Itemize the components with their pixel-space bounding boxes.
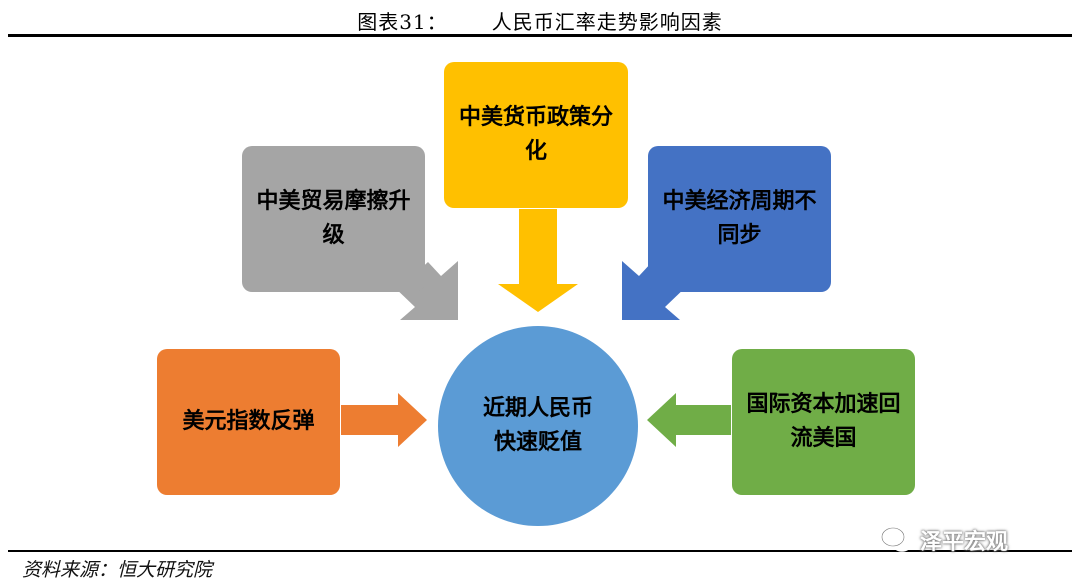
factor-box-cycle: 中美经济周期不同步	[648, 146, 831, 292]
factor-box-capital: 国际资本加速回流美国	[732, 349, 915, 495]
center-circle: 近期人民币快速贬值	[438, 326, 638, 526]
source-note: 资料来源：恒大研究院	[22, 559, 213, 581]
arrow-dollar	[341, 393, 427, 447]
arrow-trade	[391, 261, 458, 320]
top-rule	[8, 34, 1072, 37]
wechat-icon	[880, 526, 913, 552]
factor-label-trade: 中美贸易摩擦升级	[256, 189, 411, 248]
factor-box-dollar: 美元指数反弹	[157, 349, 340, 495]
arrow-capital	[647, 393, 731, 447]
factor-label-dollar: 美元指数反弹	[182, 409, 315, 434]
factor-box-trade: 中美贸易摩擦升级	[242, 146, 425, 292]
factor-label-cycle: 中美经济周期不同步	[662, 189, 817, 248]
arrow-policy	[498, 209, 578, 312]
center-label: 近期人民币快速贬值	[482, 396, 593, 455]
figure-title: 图表31： 人民币汇率走势影响因素	[357, 10, 723, 34]
watermark: 泽平宏观	[880, 522, 1008, 558]
bottom-rule	[8, 550, 1072, 552]
factor-box-policy: 中美货币政策分化	[444, 62, 628, 208]
factor-label-policy: 中美货币政策分化	[458, 105, 613, 164]
factor-label-capital: 国际资本加速回流美国	[746, 392, 901, 451]
watermark-text: 泽平宏观	[920, 530, 1009, 555]
